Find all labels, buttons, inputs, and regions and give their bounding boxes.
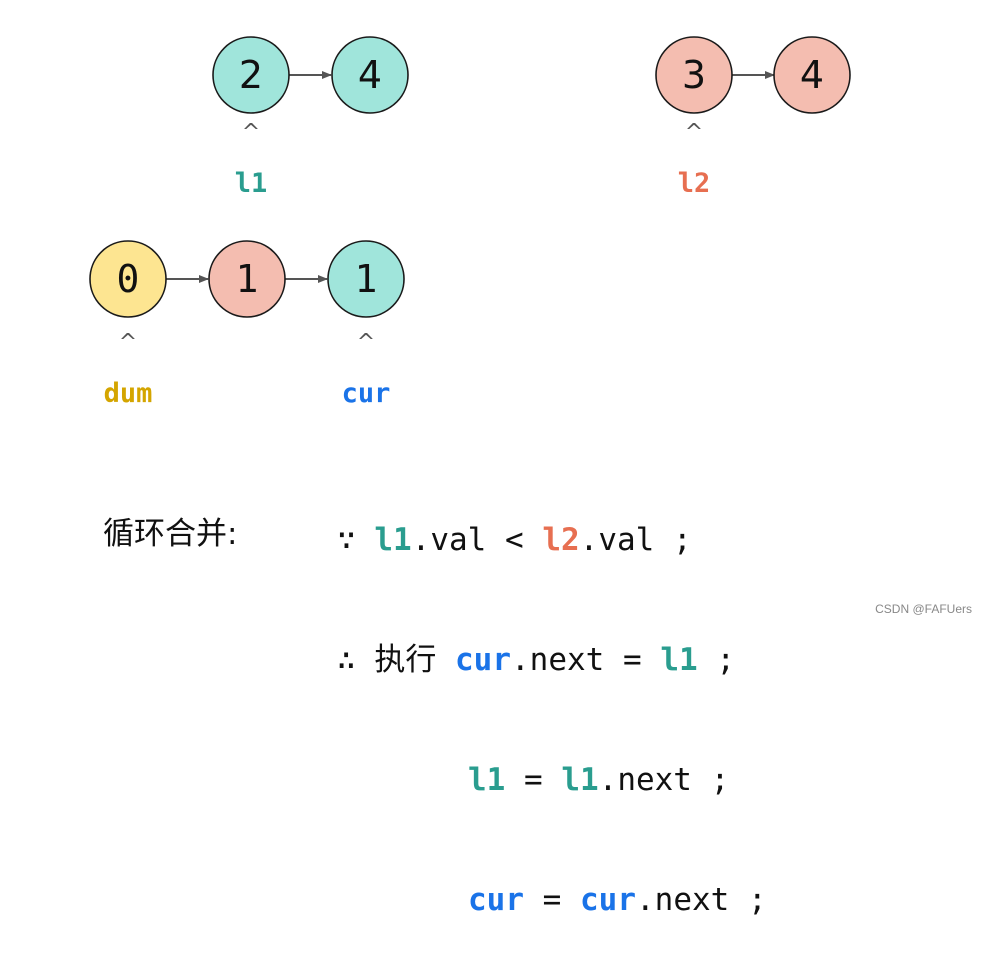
- svg-text:4: 4: [358, 53, 382, 97]
- svg-text:4: 4: [800, 53, 824, 97]
- code-text: .next ;: [636, 882, 767, 918]
- code-text: =: [524, 882, 580, 918]
- cur-pointer-label: cur: [341, 378, 391, 409]
- exec-label: 执行: [374, 642, 437, 678]
- list2-node-1: 3: [655, 36, 733, 114]
- because-symbol: ∵: [337, 522, 356, 558]
- dum-caret-icon: ^: [118, 330, 138, 355]
- l1-token: l1: [660, 642, 698, 678]
- code-text: .val <: [411, 522, 543, 558]
- dum-pointer-label: dum: [103, 378, 153, 409]
- l2-token: l2: [542, 522, 580, 558]
- svg-text:1: 1: [355, 257, 378, 301]
- l1-token: l1: [468, 762, 506, 798]
- l1-token: l1: [561, 762, 599, 798]
- code-line-1: ∵ l1.val < l2.val ;: [337, 520, 767, 560]
- code-text: =: [505, 762, 562, 798]
- l1-pointer-label: l1: [234, 168, 268, 199]
- code-line-2: ∴ 执行 cur.next = l1 ;: [337, 640, 767, 680]
- list2-node-2: 4: [773, 36, 851, 114]
- code-block: ∵ l1.val < l2.val ; ∴ 执行 cur.next = l1 ;…: [337, 440, 767, 960]
- section-label: 循环合并:: [103, 516, 238, 552]
- l1-token: l1: [374, 522, 412, 558]
- therefore-symbol: ∴: [337, 642, 356, 678]
- code-line-4: cur = cur.next ;: [337, 880, 767, 920]
- svg-text:2: 2: [239, 53, 263, 97]
- code-text: .next =: [511, 642, 661, 678]
- merged-node-3: 1: [327, 240, 405, 318]
- list1-node-1: 2: [212, 36, 290, 114]
- svg-text:3: 3: [682, 53, 706, 97]
- cur-token: cur: [468, 882, 524, 918]
- watermark: CSDN @FAFUers: [875, 602, 972, 616]
- list1-node-2: 4: [331, 36, 409, 114]
- l2-pointer-label: l2: [677, 168, 711, 199]
- linked-list-diagram: 2 4 3 4 0 1 1: [89, 36, 851, 318]
- cur-token: cur: [580, 882, 636, 918]
- code-line-3: l1 = l1.next ;: [337, 760, 767, 800]
- code-text: .next ;: [598, 762, 730, 798]
- l2-caret-icon: ^: [684, 120, 704, 145]
- cur-token: cur: [455, 642, 512, 678]
- code-text: ;: [697, 642, 735, 678]
- cur-caret-icon: ^: [356, 330, 376, 355]
- merged-node-2: 1: [208, 240, 286, 318]
- code-text: .val ;: [579, 522, 692, 558]
- svg-text:1: 1: [236, 257, 259, 301]
- merged-node-dummy: 0: [89, 240, 167, 318]
- l1-caret-icon: ^: [241, 120, 261, 145]
- svg-text:0: 0: [117, 257, 140, 301]
